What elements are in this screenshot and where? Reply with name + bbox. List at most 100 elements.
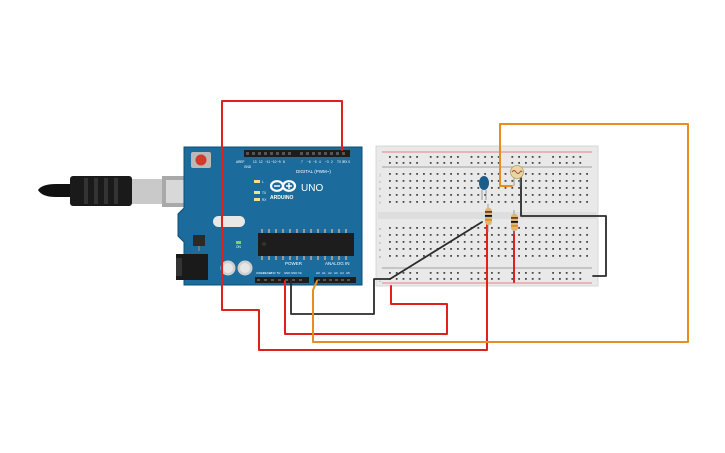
breadboard-hole[interactable] (545, 194, 548, 196)
breadboard-hole[interactable] (525, 173, 527, 175)
breadboard-hole[interactable] (436, 272, 439, 274)
breadboard-hole[interactable] (409, 173, 412, 175)
breadboard-hole[interactable] (429, 241, 432, 243)
breadboard-hole[interactable] (545, 248, 548, 250)
breadboard-hole[interactable] (565, 156, 568, 158)
breadboard-hole[interactable] (572, 187, 575, 189)
breadboard-hole[interactable] (525, 278, 527, 280)
breadboard-hole[interactable] (572, 241, 575, 243)
breadboard-hole[interactable] (579, 272, 582, 274)
breadboard-hole[interactable] (531, 241, 534, 243)
breadboard-hole[interactable] (511, 201, 514, 203)
breadboard-hole[interactable] (491, 156, 493, 158)
breadboard-hole[interactable] (436, 241, 439, 243)
breadboard-hole[interactable] (402, 201, 405, 203)
breadboard-hole[interactable] (538, 156, 541, 158)
breadboard-hole[interactable] (511, 255, 514, 257)
breadboard-hole[interactable] (504, 194, 507, 196)
breadboard-hole[interactable] (463, 255, 466, 257)
breadboard-hole[interactable] (525, 227, 527, 229)
breadboard-hole[interactable] (429, 173, 432, 175)
breadboard-hole[interactable] (559, 248, 561, 250)
breadboard-hole[interactable] (545, 227, 548, 229)
breadboard-hole[interactable] (559, 201, 561, 203)
breadboard-hole[interactable] (559, 234, 561, 236)
breadboard-hole[interactable] (572, 173, 575, 175)
breadboard-hole[interactable] (504, 241, 507, 243)
breadboard-hole[interactable] (429, 248, 432, 250)
breadboard-hole[interactable] (395, 255, 398, 257)
breadboard-hole[interactable] (443, 272, 446, 274)
breadboard-hole[interactable] (402, 194, 405, 196)
breadboard-hole[interactable] (497, 234, 500, 236)
breadboard-hole[interactable] (565, 241, 568, 243)
breadboard-hole[interactable] (545, 241, 548, 243)
breadboard-hole[interactable] (484, 241, 486, 243)
breadboard-hole[interactable] (525, 194, 527, 196)
breadboard-hole[interactable] (579, 180, 582, 182)
breadboard-hole[interactable] (559, 173, 561, 175)
breadboard-hole[interactable] (429, 201, 432, 203)
breadboard-hole[interactable] (450, 227, 452, 229)
breadboard-hole[interactable] (559, 278, 561, 280)
breadboard-hole[interactable] (423, 255, 425, 257)
breadboard-hole[interactable] (402, 180, 405, 182)
breadboard-hole[interactable] (518, 187, 520, 189)
breadboard-hole[interactable] (450, 201, 452, 203)
breadboard-hole[interactable] (416, 180, 418, 182)
breadboard-hole[interactable] (497, 156, 500, 158)
breadboard-hole[interactable] (416, 162, 418, 164)
breadboard-hole[interactable] (395, 234, 398, 236)
breadboard-hole[interactable] (450, 194, 452, 196)
breadboard-hole[interactable] (579, 255, 582, 257)
breadboard-hole[interactable] (572, 272, 575, 274)
breadboard-hole[interactable] (586, 173, 588, 175)
breadboard-hole[interactable] (477, 156, 480, 158)
breadboard-hole[interactable] (423, 180, 425, 182)
breadboard-hole[interactable] (463, 248, 466, 250)
breadboard-hole[interactable] (416, 201, 418, 203)
breadboard-hole[interactable] (552, 227, 554, 229)
breadboard-hole[interactable] (436, 173, 439, 175)
breadboard-hole[interactable] (436, 156, 439, 158)
breadboard-hole[interactable] (402, 156, 405, 158)
breadboard-hole[interactable] (565, 194, 568, 196)
breadboard-hole[interactable] (463, 187, 466, 189)
breadboard-hole[interactable] (389, 241, 391, 243)
breadboard-hole[interactable] (525, 248, 527, 250)
breadboard-hole[interactable] (450, 173, 452, 175)
breadboard-hole[interactable] (531, 173, 534, 175)
breadboard-hole[interactable] (538, 162, 541, 164)
breadboard-hole[interactable] (436, 227, 439, 229)
capacitor-icon[interactable] (479, 176, 489, 200)
breadboard-hole[interactable] (429, 162, 432, 164)
breadboard-hole[interactable] (531, 234, 534, 236)
usb-cable-icon[interactable] (38, 176, 198, 207)
breadboard-hole[interactable] (572, 162, 575, 164)
breadboard-hole[interactable] (409, 255, 412, 257)
breadboard-hole[interactable] (504, 248, 507, 250)
breadboard-hole[interactable] (559, 227, 561, 229)
breadboard-hole[interactable] (552, 156, 554, 158)
wires[interactable] (221, 100, 689, 351)
breadboard-hole[interactable] (491, 255, 493, 257)
breadboard-hole[interactable] (477, 173, 480, 175)
breadboard-hole[interactable] (457, 248, 459, 250)
breadboard-hole[interactable] (423, 187, 425, 189)
breadboard-hole[interactable] (586, 241, 588, 243)
breadboard-hole[interactable] (538, 278, 541, 280)
breadboard-hole[interactable] (538, 241, 541, 243)
breadboard-hole[interactable] (552, 272, 554, 274)
breadboard-hole[interactable] (470, 156, 473, 158)
breadboard-hole[interactable] (579, 248, 582, 250)
breadboard-hole[interactable] (538, 187, 541, 189)
breadboard-hole[interactable] (395, 194, 398, 196)
breadboard-hole[interactable] (395, 272, 398, 274)
breadboard-hole[interactable] (484, 248, 486, 250)
breadboard-hole[interactable] (423, 248, 425, 250)
breadboard-hole[interactable] (389, 234, 391, 236)
breadboard-hole[interactable] (511, 194, 514, 196)
breadboard-hole[interactable] (559, 156, 561, 158)
breadboard-hole[interactable] (395, 248, 398, 250)
resistor-icon[interactable] (485, 204, 492, 232)
